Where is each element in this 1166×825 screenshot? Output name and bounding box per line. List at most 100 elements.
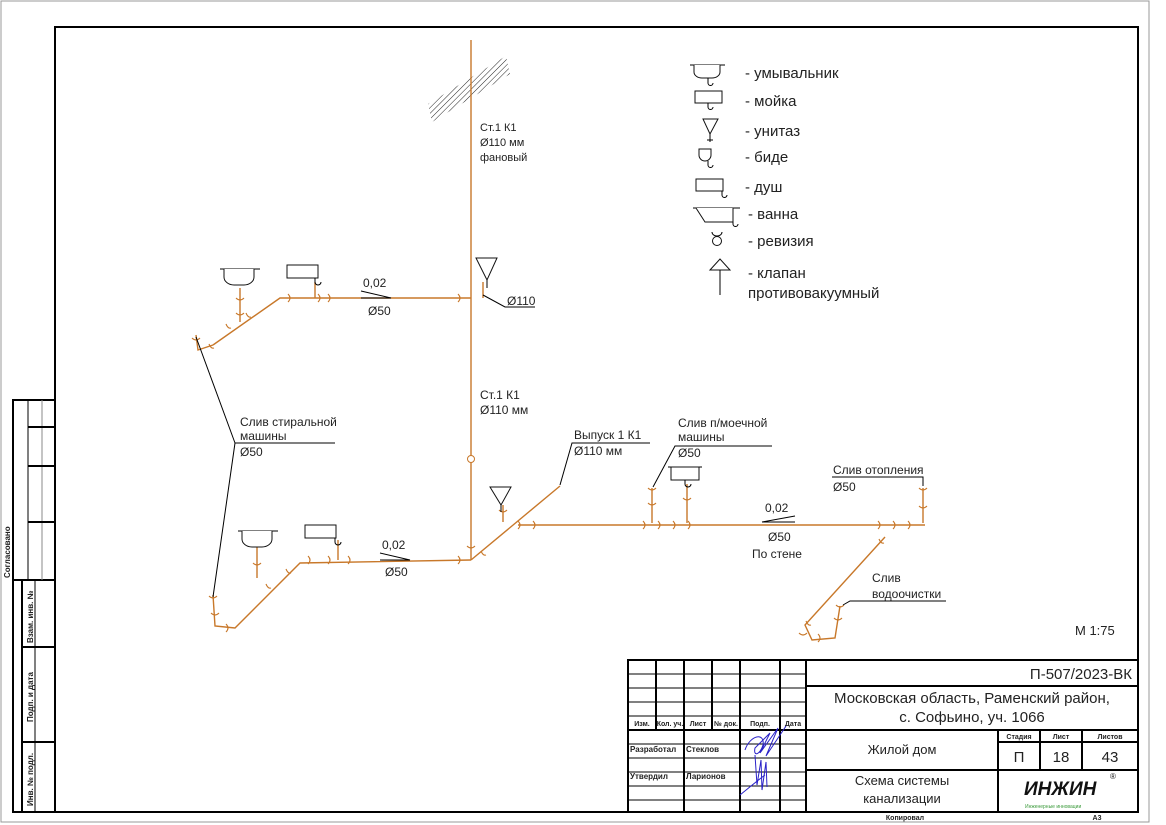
- stage-value: П: [1014, 749, 1025, 766]
- pipe-socket-fitting: [798, 632, 808, 636]
- pipe-socket-fitting: [833, 617, 843, 621]
- format-label: А3: [1093, 815, 1102, 822]
- side-stamp-agreed: Согласовано: [3, 526, 12, 578]
- sewer-pipes: [191, 40, 928, 643]
- shower-icon: [695, 178, 728, 198]
- legend: - умывальник - мойка - унитаз - биде - д…: [690, 64, 879, 302]
- toilet-icon: [702, 118, 719, 142]
- document-code: П-507/2023-ВК: [1030, 666, 1132, 683]
- top-branch-pipe: [212, 297, 471, 346]
- dishwasher-label-2: машины: [678, 430, 725, 444]
- sheet-title-2: канализации: [863, 791, 941, 806]
- pipe-socket-fitting: [918, 487, 928, 491]
- registered-mark: ®: [1110, 772, 1116, 781]
- riser-mid-label-2: Ø110 мм: [480, 403, 528, 417]
- pipe-socket-fitting: [687, 520, 691, 530]
- logo-subtitle: Инженерные инновации: [1025, 804, 1081, 810]
- sheet-value: 18: [1053, 749, 1070, 766]
- legend-label-valve-2: противовакуумный: [748, 285, 879, 302]
- pipe-socket-fitting: [918, 505, 928, 509]
- pipe-socket-fitting: [225, 323, 232, 329]
- pipe-socket-fitting: [235, 312, 245, 316]
- header-doc: № док.: [714, 720, 738, 728]
- riser-mid-label-1: Ст.1 К1: [480, 388, 520, 402]
- pipe-socket-fitting: [907, 520, 911, 530]
- top-diameter-label: Ø50: [368, 304, 391, 318]
- sink-icon-bottom: [304, 524, 342, 546]
- bottom-diameter-label: Ø50: [385, 565, 408, 579]
- outlet-pipe: [470, 485, 561, 561]
- pipe-fittings: [191, 293, 928, 643]
- pipe-socket-fitting: [327, 555, 331, 565]
- riser-top-label-1: Ст.1 К1: [480, 122, 517, 134]
- pipe-socket-fitting: [265, 583, 272, 589]
- pipe-socket-fitting: [480, 550, 487, 556]
- pipe-socket-fitting: [317, 293, 321, 303]
- signature: [739, 725, 787, 796]
- title-block: Изм. Кол. уч. Лист № док. Подп. Дата Раз…: [627, 659, 1139, 822]
- legend-label-shower: - душ: [745, 179, 782, 196]
- side-stamp: Согласовано Взам. инв. № Подп. и дата Ин…: [3, 399, 56, 813]
- header-count: Кол. уч.: [657, 721, 684, 728]
- pipe-socket-fitting: [191, 337, 201, 341]
- legend-label-toilet: - унитаз: [745, 123, 800, 140]
- dishwasher-diameter: Ø50: [678, 446, 701, 460]
- pipe-socket-fitting: [642, 520, 646, 530]
- header-date: Дата: [785, 721, 801, 728]
- fixtures: [220, 257, 702, 548]
- pipe-socket-fitting: [878, 538, 885, 544]
- pipe-socket-fitting: [285, 568, 292, 574]
- pipe-socket-fitting: [457, 555, 461, 565]
- address-line-2: с. Софьино, уч. 1066: [899, 709, 1045, 726]
- revision-fitting: [467, 455, 475, 463]
- water-treatment-pipe: [804, 536, 886, 641]
- revision-icon: [711, 231, 723, 246]
- toilet-icon-bottom: [489, 486, 512, 512]
- pipe-socket-fitting: [235, 297, 245, 301]
- outlet-label-1: Выпуск 1 К1: [574, 428, 642, 442]
- water-treatment-label-2: водоочистки: [872, 587, 941, 601]
- pipe-socket-fitting: [647, 487, 657, 491]
- pipe-socket-fitting: [347, 555, 351, 565]
- washer-label-2: машины: [240, 429, 287, 443]
- approved-label: Утвердил: [630, 772, 668, 781]
- sink-icon: [694, 90, 723, 110]
- header-change: Изм.: [634, 721, 650, 728]
- bidet-icon: [698, 148, 714, 168]
- pipe-socket-fitting: [682, 497, 692, 501]
- legend-label-bidet: - биде: [745, 149, 788, 166]
- sheet-label: Лист: [1053, 734, 1070, 741]
- pipe-socket-fitting: [657, 520, 661, 530]
- copied-label: Копировал: [886, 815, 924, 822]
- legend-label-washbasin: - умывальник: [745, 65, 839, 82]
- header-sign: Подп.: [750, 721, 770, 728]
- pipe-socket-fitting: [517, 520, 521, 530]
- right-diameter-label: Ø50: [768, 530, 791, 544]
- pipe-socket-fitting: [817, 633, 821, 643]
- water-treatment-label-1: Слив: [872, 571, 901, 585]
- pipe-socket-fitting: [466, 545, 476, 549]
- pipe-socket-fitting: [805, 620, 812, 626]
- pipe-socket-fitting: [287, 293, 291, 303]
- side-stamp-inv-orig: Инв. № подл.: [26, 753, 35, 806]
- heating-diameter: Ø50: [833, 480, 856, 494]
- stage-label: Стадия: [1006, 734, 1031, 741]
- toilet-icon-top: [475, 257, 498, 288]
- pipe-socket-fitting: [210, 612, 220, 616]
- pipe-socket-fitting: [835, 604, 845, 608]
- sheet-title-1: Схема системы: [855, 773, 949, 788]
- washbasin-icon-top: [220, 268, 260, 286]
- company-logo: ИНЖИН Инженерные инновации ®: [1024, 772, 1116, 810]
- developed-name: Стеклов: [686, 745, 719, 754]
- scale-label: М 1:75: [1075, 623, 1115, 638]
- washer-label-1: Слив стиральной: [240, 415, 337, 429]
- pipe-socket-fitting: [307, 555, 311, 565]
- developed-label: Разработал: [630, 745, 676, 754]
- side-stamp-sign-date: Подп. и дата: [26, 672, 35, 722]
- sink-icon-top: [286, 264, 322, 286]
- approved-name: Ларионов: [686, 772, 726, 781]
- logo-text: ИНЖИН: [1024, 779, 1098, 800]
- top-slope-label: 0,02: [363, 276, 387, 290]
- riser-top-label-3: фановый: [480, 152, 527, 164]
